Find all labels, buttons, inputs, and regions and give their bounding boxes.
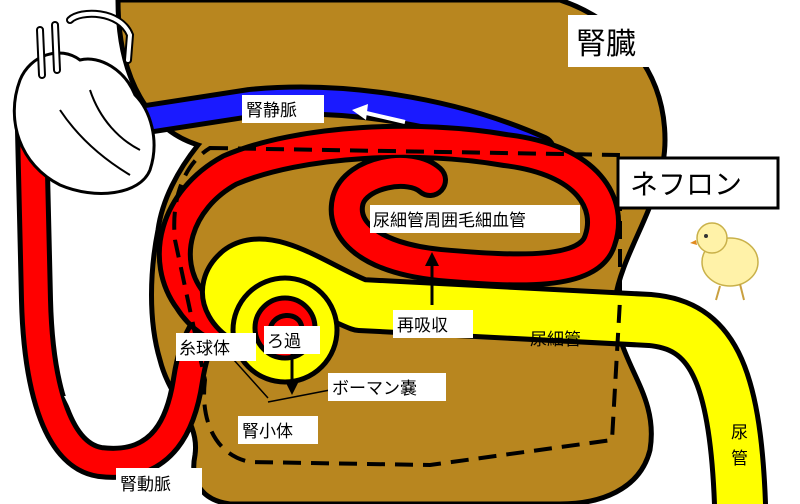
renal-artery-label: 腎動脈 [116,468,202,498]
peritubular-capillary-label-text: 尿細管周囲毛細血管 [373,211,526,231]
reabsorption-arrow [425,252,439,305]
renal-vein-label-text: 腎静脈 [246,101,297,121]
renal-tubule-label: 尿細管 [530,330,581,350]
filtration-label: ろ過 [264,326,320,354]
reabsorption-label-text: 再吸収 [397,316,448,336]
corpuscle-leader-line [267,389,331,403]
renal-tubule-label-text: 尿細管 [530,330,581,350]
bowman-capsule-label: ボーマン嚢 [328,373,446,401]
ureter-label: 尿 管 [731,423,748,469]
renal-corpuscle-label-text: 腎小体 [242,422,293,442]
artery-flow-arrow [64,361,80,412]
filtration-arrow [285,350,299,395]
renal-artery-label-text: 腎動脈 [120,475,171,495]
glomerulus-label-text: 糸球体 [179,339,230,359]
filtration-label-text: ろ過 [267,332,301,352]
nephron-label-text: ネフロン [630,168,742,201]
ureter-label-char2: 管 [731,449,748,469]
heart-icon [12,9,156,195]
kidney-label-text: 腎臓 [576,27,636,62]
vein-flow-arrow [352,104,406,124]
glomerulus-label: 糸球体 [176,333,256,361]
peritubular-capillary-label: 尿細管周囲毛細血管 [370,205,580,233]
renal-corpuscle-label: 腎小体 [238,416,318,444]
nephron-boundary [172,145,622,468]
reabsorption-label: 再吸収 [393,310,473,338]
renal-vein-label: 腎静脈 [242,95,324,123]
kidney-label: 腎臓 [568,15,664,67]
ureter-label-char1: 尿 [731,423,748,443]
bowman-capsule-label-text: ボーマン嚢 [332,379,417,399]
chick-icon [690,222,759,301]
nephron-label: ネフロン [616,156,780,210]
